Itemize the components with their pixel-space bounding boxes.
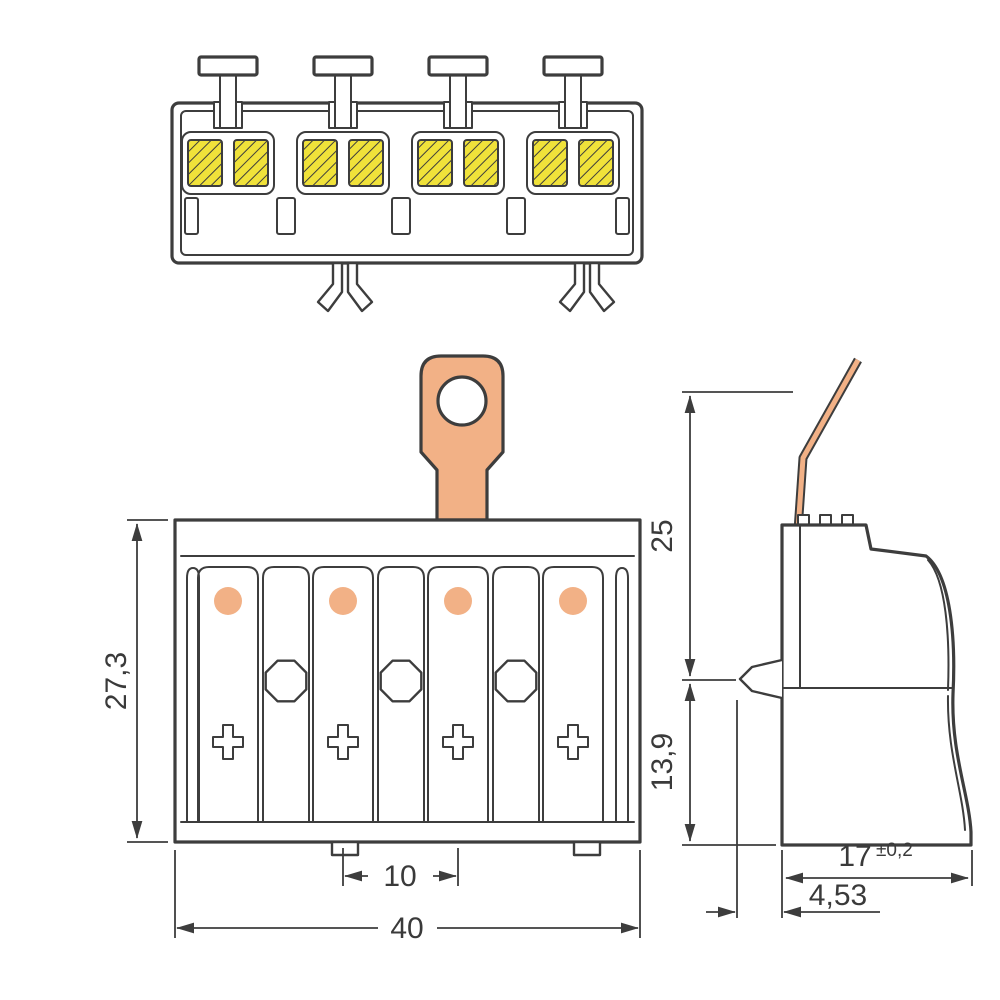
dim-label-side-upper: 25 [646, 519, 679, 552]
clamp-cell [296, 131, 390, 195]
clamp-cell [526, 131, 620, 195]
dim-side-width: 17 ±0,2 [781, 840, 973, 918]
foot-tab [330, 840, 360, 857]
dim-label-side-lower: 13,9 [646, 733, 679, 791]
clamp-cells [181, 131, 620, 195]
divider-web [184, 197, 199, 235]
wire-entry-cross [442, 724, 474, 760]
wire-entry-crosses [212, 724, 589, 760]
dim-label-side-width-tolerance: ±0,2 [876, 840, 913, 861]
dim-side-upper: 25 [646, 391, 793, 681]
channel-strip [377, 566, 425, 823]
test-port [329, 587, 357, 615]
wire-entry-cross [557, 724, 589, 760]
pole-strips [186, 566, 629, 823]
yellow-contact [532, 139, 568, 187]
divider-webs [184, 197, 630, 235]
dimension-annotations: 27,3 10 40 25 13,9 [100, 391, 973, 945]
yellow-contact [417, 139, 453, 187]
test-port [444, 587, 472, 615]
actuator-stem [564, 73, 582, 129]
snap-in-foot-leg [588, 261, 616, 313]
pole-strip [542, 566, 604, 823]
actuator-cap [197, 55, 259, 77]
actuator-stem [219, 73, 237, 129]
side-housing-outline [780, 523, 973, 847]
mounting-hole [379, 659, 423, 703]
snap-in-foot-leg [346, 261, 374, 313]
dim-front-width: 40 [174, 850, 641, 945]
test-port [214, 587, 242, 615]
mounting-hole [494, 659, 538, 703]
snap-in-foot-leg [558, 261, 586, 313]
mounting-hole [264, 659, 308, 703]
yellow-contact [463, 139, 499, 187]
yellow-contact [578, 139, 614, 187]
release-lever-inner-edge [927, 559, 950, 691]
actuator-stem [449, 73, 467, 129]
snap-in-foot-leg [316, 261, 344, 313]
ground-lug-hole [436, 375, 488, 427]
actuator-cap [427, 55, 489, 77]
ground-lug [419, 354, 505, 522]
front-view [173, 354, 642, 857]
fixing-clip [738, 658, 784, 700]
edge-strip [186, 567, 200, 823]
clamp-cell [411, 131, 505, 195]
pole-strip [427, 566, 489, 823]
actuator-button [542, 55, 604, 129]
divider-web [391, 197, 411, 235]
dim-pole-pitch: 10 [342, 848, 459, 893]
edge-strip [615, 567, 629, 823]
dim-front-height: 27,3 [100, 519, 168, 843]
wire-entry-cross [212, 724, 244, 760]
dim-label-pole-pitch: 10 [383, 860, 416, 893]
foot-tab [572, 840, 602, 857]
yellow-contact [233, 139, 269, 187]
actuator-button [312, 55, 374, 129]
actuator-cap [312, 55, 374, 77]
release-lever-lower-edge [946, 695, 966, 831]
dim-clip-offset: 4,53 [706, 700, 880, 918]
pole-strip [312, 566, 374, 823]
dim-label-front-height: 27,3 [100, 652, 133, 710]
top-view [170, 55, 644, 313]
dim-label-front-width: 40 [390, 912, 423, 945]
dim-side-lower: 13,9 [646, 683, 776, 846]
side-view [738, 357, 973, 847]
actuator-cap [542, 55, 604, 77]
actuator-buttons [197, 55, 604, 129]
channel-strip [262, 566, 310, 823]
test-ports [214, 587, 587, 615]
dim-label-clip-offset: 4,53 [809, 879, 867, 912]
snap-in-feet [316, 261, 616, 313]
wire-entry-cross [327, 724, 359, 760]
mounting-holes [264, 659, 538, 703]
actuator-stem [334, 73, 352, 129]
test-port [559, 587, 587, 615]
divider-web [506, 197, 526, 235]
divider-web [276, 197, 296, 235]
divider-web [615, 197, 630, 235]
clamp-cell [181, 131, 275, 195]
channel-strip [492, 566, 540, 823]
dim-label-side-width: 17 [838, 840, 871, 873]
yellow-contact [348, 139, 384, 187]
actuator-button [427, 55, 489, 129]
yellow-contact [187, 139, 223, 187]
actuator-button [197, 55, 259, 129]
yellow-contact [302, 139, 338, 187]
